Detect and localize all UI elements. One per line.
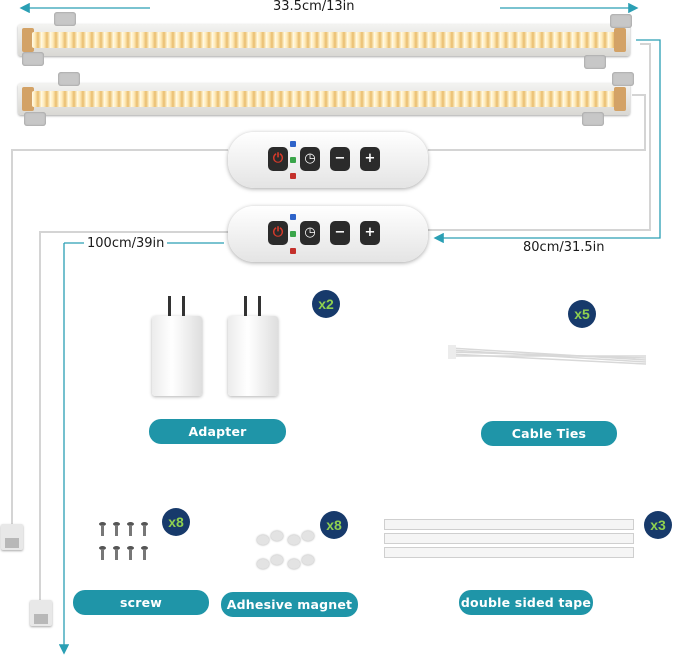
tape-strip — [384, 519, 634, 530]
status-led — [290, 231, 296, 237]
screw-quantity-badge: x8 — [162, 508, 190, 536]
power-icon[interactable]: ⏻ — [268, 221, 288, 245]
extension-length-label: 80cm/31.5in — [520, 240, 608, 255]
status-led — [290, 141, 296, 147]
adhesive-magnet — [288, 559, 300, 569]
status-led — [290, 248, 296, 254]
tape-strip — [384, 533, 634, 544]
usb-plug — [1, 524, 23, 550]
adhesive-magnet — [271, 555, 283, 565]
adhesive-magnet — [257, 559, 269, 569]
adhesive-magnet — [257, 535, 269, 545]
mount-clip — [612, 72, 634, 86]
screw — [127, 546, 134, 560]
minus-icon[interactable]: − — [330, 221, 350, 245]
status-led — [290, 157, 296, 163]
mount-clip — [584, 55, 606, 69]
timer-icon[interactable]: ◷ — [300, 221, 320, 245]
adhesive-magnet — [271, 531, 283, 541]
mount-clip — [610, 14, 632, 28]
status-led — [290, 173, 296, 179]
mount-clip — [22, 52, 44, 66]
adhesive-magnet — [302, 555, 314, 565]
plus-icon[interactable]: + — [360, 147, 380, 171]
tape-label: double sided tape — [459, 590, 593, 615]
screw — [127, 522, 134, 536]
magnet-quantity-badge: x8 — [320, 511, 348, 539]
screw — [99, 546, 106, 560]
mount-clip — [54, 12, 76, 26]
cable-ties-quantity-badge: x5 — [568, 300, 596, 328]
power-icon[interactable]: ⏻ — [268, 147, 288, 171]
plus-icon[interactable]: + — [360, 221, 380, 245]
cable-ties-label: Cable Ties — [481, 421, 617, 446]
screw — [113, 546, 120, 560]
minus-icon[interactable]: − — [330, 147, 350, 171]
power-adapter — [152, 296, 202, 396]
mount-clip — [582, 112, 604, 126]
cable-ties — [448, 345, 647, 365]
led-strip-2 — [18, 83, 630, 115]
strip-length-label: 33.5cm/13in — [270, 0, 358, 14]
adhesive-magnet — [288, 535, 300, 545]
screw-label: screw — [73, 590, 209, 615]
timer-icon[interactable]: ◷ — [300, 147, 320, 171]
mount-clip — [58, 72, 80, 86]
led-strip-1 — [18, 24, 630, 56]
screw — [141, 522, 148, 536]
cable-length-label: 100cm/39in — [84, 236, 168, 251]
screw — [113, 522, 120, 536]
controller-top: ⏻ ◷ − + — [228, 132, 428, 188]
screw — [141, 546, 148, 560]
adhesive-magnet — [302, 531, 314, 541]
adapter-quantity-badge: x2 — [312, 290, 340, 318]
tape-strip — [384, 547, 634, 558]
mount-clip — [24, 112, 46, 126]
controller-bottom: ⏻ ◷ − + — [228, 206, 428, 262]
adapter-label: Adapter — [149, 419, 286, 444]
tape-quantity-badge: x3 — [644, 511, 672, 539]
magnet-label: Adhesive magnet — [221, 592, 358, 617]
usb-plug — [30, 600, 52, 626]
screw — [99, 522, 106, 536]
status-led — [290, 214, 296, 220]
power-adapter — [228, 296, 278, 396]
